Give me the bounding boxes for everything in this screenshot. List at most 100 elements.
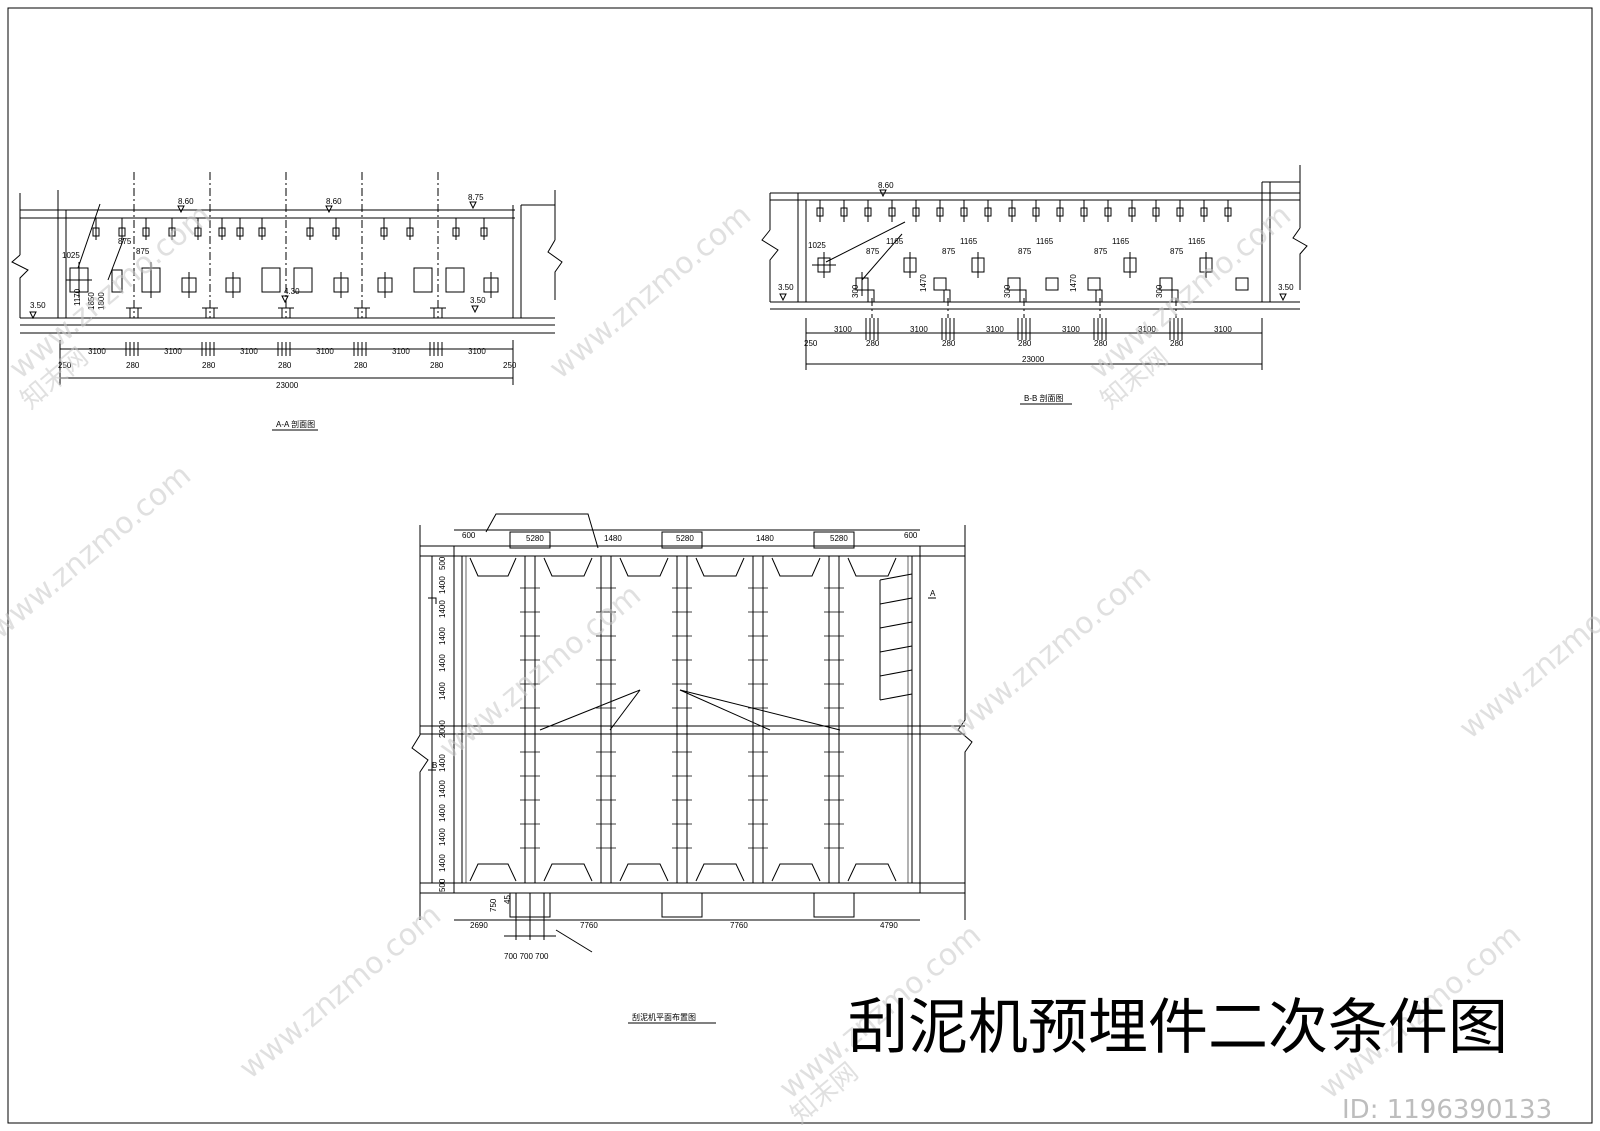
aa-sub-1: 250: [58, 361, 72, 370]
plan-left-3: 1400: [438, 600, 447, 618]
bb-bay-3: 3100: [986, 325, 1004, 334]
bb-dim-300-2: 300: [1003, 284, 1012, 298]
bb-dim-875-2: 875: [942, 247, 956, 256]
aa-bay-3: 3100: [240, 347, 258, 356]
plan-left-10: 1400: [438, 804, 447, 822]
aa-sub-2: 280: [126, 361, 140, 370]
bb-bay-4: 3100: [1062, 325, 1080, 334]
aa-total: 23000: [276, 381, 299, 390]
aa-elev-top-2: 8.60: [326, 197, 342, 206]
watermark-text: www.znzmo.com: [0, 458, 198, 647]
bb-dim-875-5: 875: [1170, 247, 1184, 256]
bb-sub-3: 280: [942, 339, 956, 348]
watermark-text: www.znzmo.com: [1083, 198, 1298, 387]
plan-left-12: 1400: [438, 854, 447, 872]
plan-mark-a: A: [930, 589, 936, 598]
bb-sub-6: 280: [1170, 339, 1184, 348]
aa-dim-875a: 875: [118, 237, 132, 246]
watermark-layer: www.znzmo.com www.znzmo.com www.znzmo.co…: [0, 198, 1600, 1131]
bb-dim-1470-1: 1470: [919, 274, 928, 292]
plan-left-6: 1400: [438, 682, 447, 700]
aa-dim-1800: 1800: [97, 292, 106, 310]
bb-total: 23000: [1022, 355, 1045, 364]
bb-caption: B-B 剖面图: [1024, 393, 1064, 403]
bb-elev-left: 3.50: [778, 283, 794, 292]
aa-elev-mid: 4.30: [284, 287, 300, 296]
aa-dim-1170: 1170: [73, 288, 82, 306]
aa-elev-top-right: 8.75: [468, 193, 484, 202]
plan-top-2: 5280: [526, 534, 544, 543]
bb-sub-5: 280: [1094, 339, 1108, 348]
bb-dim-875-1: 875: [866, 247, 880, 256]
aa-dim-875b: 875: [136, 247, 150, 256]
plan-top-3: 1480: [604, 534, 622, 543]
plan-left-2: 1400: [438, 576, 447, 594]
plan-top-5: 1480: [756, 534, 774, 543]
plan-view: [411, 513, 973, 1024]
bb-bay-1: 3100: [834, 325, 852, 334]
plan-left-11: 1400: [438, 828, 447, 846]
bb-bay-2: 3100: [910, 325, 928, 334]
plan-top-6: 5280: [830, 534, 848, 543]
watermark-text: www.znzmo.com: [943, 558, 1158, 747]
plan-left-7: 2000: [438, 720, 447, 738]
bb-elev-right: 3.50: [1278, 283, 1294, 292]
bb-sub-4: 280: [1018, 339, 1032, 348]
bb-dim-300-1: 300: [851, 284, 860, 298]
aa-sub-4: 280: [278, 361, 292, 370]
bb-sub-2: 280: [866, 339, 880, 348]
section-bb-labels: 8.60 3.50 3.50 1025 875 875 875 875 875 …: [778, 181, 1294, 403]
aa-sub-7: 250: [503, 361, 517, 370]
watermark-text: www.znzmo.com: [433, 578, 648, 767]
bb-dim-1165-2: 1165: [960, 237, 978, 246]
plan-bottom-4: 4790: [880, 921, 898, 930]
drawing-title: 刮泥机预埋件二次条件图: [848, 993, 1508, 1063]
plan-left-4: 1400: [438, 627, 447, 645]
bb-dim-300-3: 300: [1155, 284, 1164, 298]
aa-bay-1: 3100: [88, 347, 106, 356]
aa-caption: A-A 剖面图: [276, 419, 315, 429]
aa-elev-top-1: 8.60: [178, 197, 194, 206]
bb-dim-1165-3: 1165: [1036, 237, 1054, 246]
plan-left-9: 1400: [438, 780, 447, 798]
plan-left-13: 500: [438, 878, 447, 892]
bb-elev-top: 8.60: [878, 181, 894, 190]
section-bb: [761, 165, 1308, 405]
bb-dim-1025: 1025: [808, 241, 826, 250]
plan-caption: 刮泥机平面布置图: [632, 1012, 696, 1022]
watermark-text: www.znzmo.com: [543, 198, 758, 387]
plan-left-1: 500: [438, 556, 447, 570]
plan-top-1: 600: [462, 531, 476, 540]
plan-top-7: 600: [904, 531, 918, 540]
aa-bay-2: 3100: [164, 347, 182, 356]
bb-sub-1: 250: [804, 339, 818, 348]
plan-left-5: 1400: [438, 654, 447, 672]
bb-dim-1165-1: 1165: [886, 237, 904, 246]
aa-elev-bottom-right: 3.50: [470, 296, 486, 305]
aa-bay-4: 3100: [316, 347, 334, 356]
aa-sub-6: 280: [430, 361, 444, 370]
aa-bay-5: 3100: [392, 347, 410, 356]
bb-dim-875-3: 875: [1018, 247, 1032, 256]
aa-elev-left: 3.50: [30, 301, 46, 310]
aa-bay-6: 3100: [468, 347, 486, 356]
section-aa-labels: 8.60 8.60 8.75 3.50 3.50 4.30 1025 875 8…: [30, 193, 517, 429]
aa-sub-3: 280: [202, 361, 216, 370]
bb-dim-875-4: 875: [1094, 247, 1108, 256]
id-label: ID: 1196390133: [1342, 1095, 1552, 1125]
plan-mark-b: B: [432, 761, 437, 770]
bb-dim-1165-4: 1165: [1112, 237, 1130, 246]
aa-dim-1850: 1850: [87, 292, 96, 310]
aa-dim-1025: 1025: [62, 251, 80, 260]
plan-labels: 600 5280 1480 5280 1480 5280 600 500 140…: [432, 531, 936, 1022]
sheet-border: [7, 7, 1593, 1124]
bb-dim-1165-5: 1165: [1188, 237, 1206, 246]
plan-bottom-2: 7760: [580, 921, 598, 930]
watermark-text: www.znzmo.com: [233, 898, 448, 1087]
plan-sub-bottom: 700 700 700: [504, 952, 549, 961]
section-aa: [11, 172, 563, 431]
plan-dim-750: 750: [489, 898, 498, 912]
plan-bottom-1: 2690: [470, 921, 488, 930]
bb-bay-6: 3100: [1214, 325, 1232, 334]
